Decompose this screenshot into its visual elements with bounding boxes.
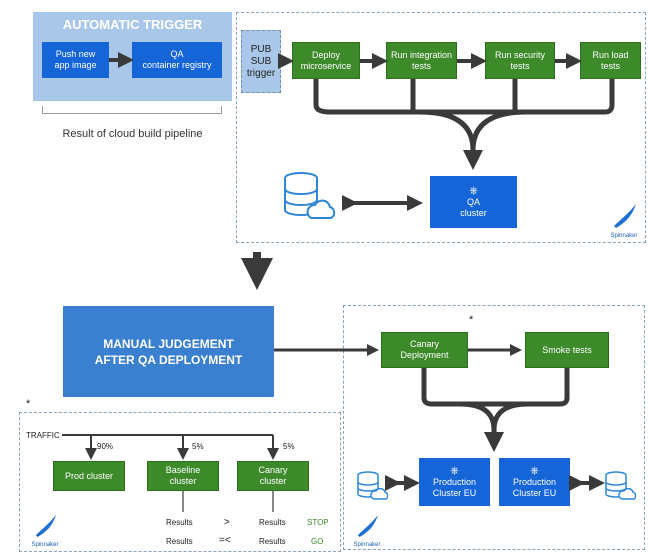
run-security-tests-label: Run security tests <box>494 49 546 71</box>
production-asterisk: * <box>469 314 474 326</box>
merge-lines-qa <box>313 79 615 115</box>
merge-curve-qa <box>419 109 527 151</box>
production-database-icon-left <box>356 470 389 502</box>
comparison-less-equal: =< <box>219 535 231 546</box>
canary-cluster-label: Canary cluster <box>258 465 288 486</box>
baseline-cluster-box: Baseline cluster <box>147 461 219 491</box>
prod-cluster-label: Prod cluster <box>64 470 114 481</box>
spinnaker-logo-text: Spinnaker <box>610 233 638 239</box>
run-integration-tests-label: Run integration tests <box>390 49 453 71</box>
qa-container-registry-label: QA container registry <box>142 49 212 70</box>
spinnaker-logo-production: Spinnaker <box>350 515 384 549</box>
traffic-percent-baseline: 5% <box>192 442 204 451</box>
canary-deployment-label: Canary Deployment <box>400 339 449 360</box>
baseline-cluster-label: Baseline cluster <box>165 465 201 486</box>
run-load-tests-box: Run load tests <box>580 42 641 79</box>
run-security-tests-box: Run security tests <box>485 42 555 79</box>
pubsub-trigger-box: PUB SUB trigger <box>241 30 281 93</box>
production-cluster-eu-box-1: ⎈ Production Cluster EU <box>419 458 490 506</box>
canary-analysis-region <box>19 412 341 552</box>
qa-cluster-box: ⎈ QA cluster <box>430 176 517 228</box>
spinnaker-logo-text: Spinnaker <box>31 542 59 548</box>
canary-deployment-box: Canary Deployment <box>381 332 468 368</box>
baseline-results-2: Results <box>166 537 193 546</box>
canary-cluster-box: Canary cluster <box>237 461 309 491</box>
qa-database-icon <box>281 170 339 226</box>
pubsub-trigger-label: PUB SUB trigger <box>246 43 276 79</box>
kubernetes-icon: ⎈ <box>530 464 539 477</box>
deploy-microservice-box: Deploy microservice <box>292 42 360 79</box>
cloud-build-caption: Result of cloud build pipeline <box>62 128 203 140</box>
spinnaker-logo-canary: Spinnaker <box>28 515 62 549</box>
qa-pipeline-region <box>236 12 646 243</box>
qa-cluster-label: QA cluster <box>460 196 487 218</box>
traffic-percent-prod: 90% <box>97 442 114 451</box>
production-cluster-eu-box-2: ⎈ Production Cluster EU <box>499 458 570 506</box>
go-label: GO <box>311 537 324 546</box>
merge-curve-prod <box>459 401 529 431</box>
deploy-microservice-label: Deploy microservice <box>300 49 352 71</box>
kubernetes-icon: ⎈ <box>450 464 459 477</box>
production-cluster-eu-label-1: Production Cluster EU <box>432 476 477 498</box>
push-app-image-box: Push new app image <box>42 42 109 78</box>
automatic-trigger-title: AUTOMATIC TRIGGER <box>62 17 203 32</box>
baseline-results-1: Results <box>166 518 193 527</box>
traffic-label: TRAFFIC <box>26 431 60 440</box>
trigger-bracket <box>42 106 222 114</box>
canary-results-1: Results <box>259 518 286 527</box>
spinnaker-logo-text: Spinnaker <box>353 542 381 548</box>
traffic-percent-canary: 5% <box>283 442 295 451</box>
merge-lines-prod <box>421 368 570 407</box>
run-integration-tests-box: Run integration tests <box>386 42 457 79</box>
canary-results-2: Results <box>259 537 286 546</box>
spinnaker-logo-qa: Spinnaker <box>606 204 642 239</box>
production-database-icon-right <box>604 470 637 502</box>
smoke-tests-label: Smoke tests <box>542 344 592 355</box>
run-load-tests-label: Run load tests <box>592 49 629 71</box>
prod-cluster-box: Prod cluster <box>53 461 125 491</box>
production-pipeline-region <box>343 305 645 550</box>
kubernetes-icon: ⎈ <box>469 184 478 197</box>
manual-judgement-label: MANUAL JUDGEMENT AFTER QA DEPLOYMENT <box>94 336 243 367</box>
stop-label: STOP <box>307 518 329 527</box>
manual-judgement-box: MANUAL JUDGEMENT AFTER QA DEPLOYMENT <box>63 306 274 397</box>
push-app-image-label: Push new app image <box>54 49 97 70</box>
production-cluster-eu-label-2: Production Cluster EU <box>512 476 557 498</box>
qa-container-registry-box: QA container registry <box>132 42 222 78</box>
smoke-tests-box: Smoke tests <box>525 332 609 368</box>
canary-analysis-asterisk: * <box>26 398 31 410</box>
comparison-greater: > <box>224 517 230 528</box>
